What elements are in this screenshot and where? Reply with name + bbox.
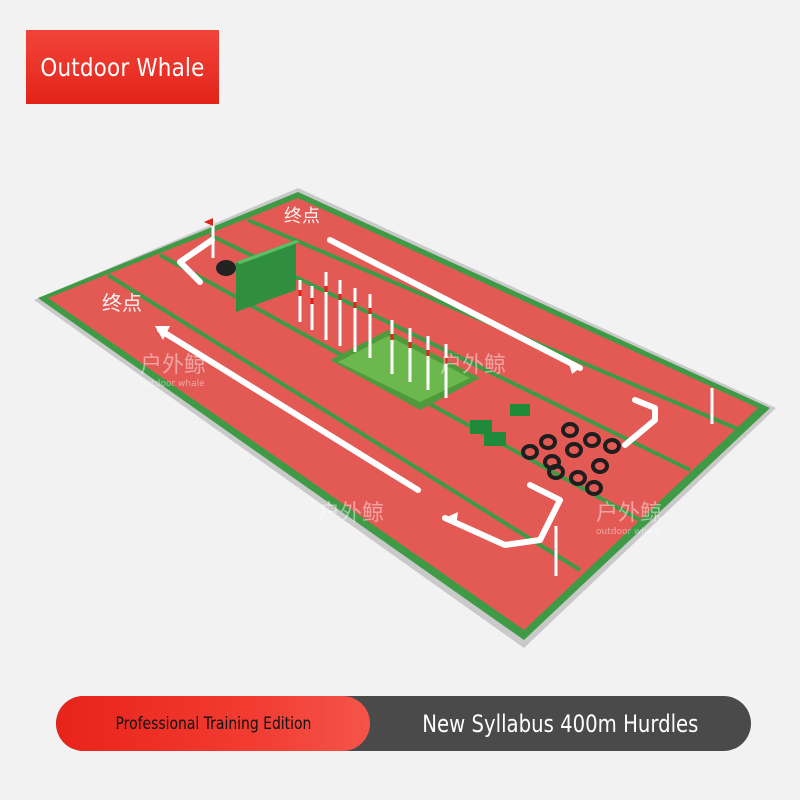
tire	[216, 260, 236, 276]
green-boxes	[470, 404, 530, 446]
finish-sign-front: 终点	[102, 291, 142, 315]
field-surface	[48, 198, 758, 630]
hurdle-poles	[298, 272, 448, 398]
svg-text:outdoor whale: outdoor whale	[140, 379, 205, 389]
corner-flags	[204, 218, 714, 576]
product-title-area: New Syllabus 400m Hurdles	[370, 696, 751, 751]
brand-name: Outdoor Whale	[40, 52, 205, 82]
svg-text:户外鲸: 户外鲸	[318, 501, 384, 526]
finish-sign-back: 终点	[284, 206, 320, 227]
svg-text:outdoor whale: outdoor whale	[596, 527, 661, 537]
brand-badge: Outdoor Whale	[26, 30, 219, 104]
product-title: New Syllabus 400m Hurdles	[422, 709, 699, 738]
arrow-heads	[155, 326, 580, 526]
direction-arrows	[157, 237, 658, 548]
watermarks: 户外鲸 outdoor whale 户外鲸 户外鲸 户外鲸 outdoor wh…	[140, 353, 662, 537]
product-banner: Professional Training Edition New Syllab…	[56, 696, 751, 751]
svg-text:户外鲸: 户外鲸	[440, 353, 506, 378]
tire-grid	[521, 422, 621, 496]
svg-text:户外鲸: 户外鲸	[596, 501, 662, 526]
edition-label: Professional Training Edition	[115, 713, 311, 734]
edition-pill: Professional Training Edition	[56, 696, 370, 751]
svg-text:户外鲸: 户外鲸	[140, 353, 206, 378]
hurdle-pole-stripes	[298, 286, 448, 364]
